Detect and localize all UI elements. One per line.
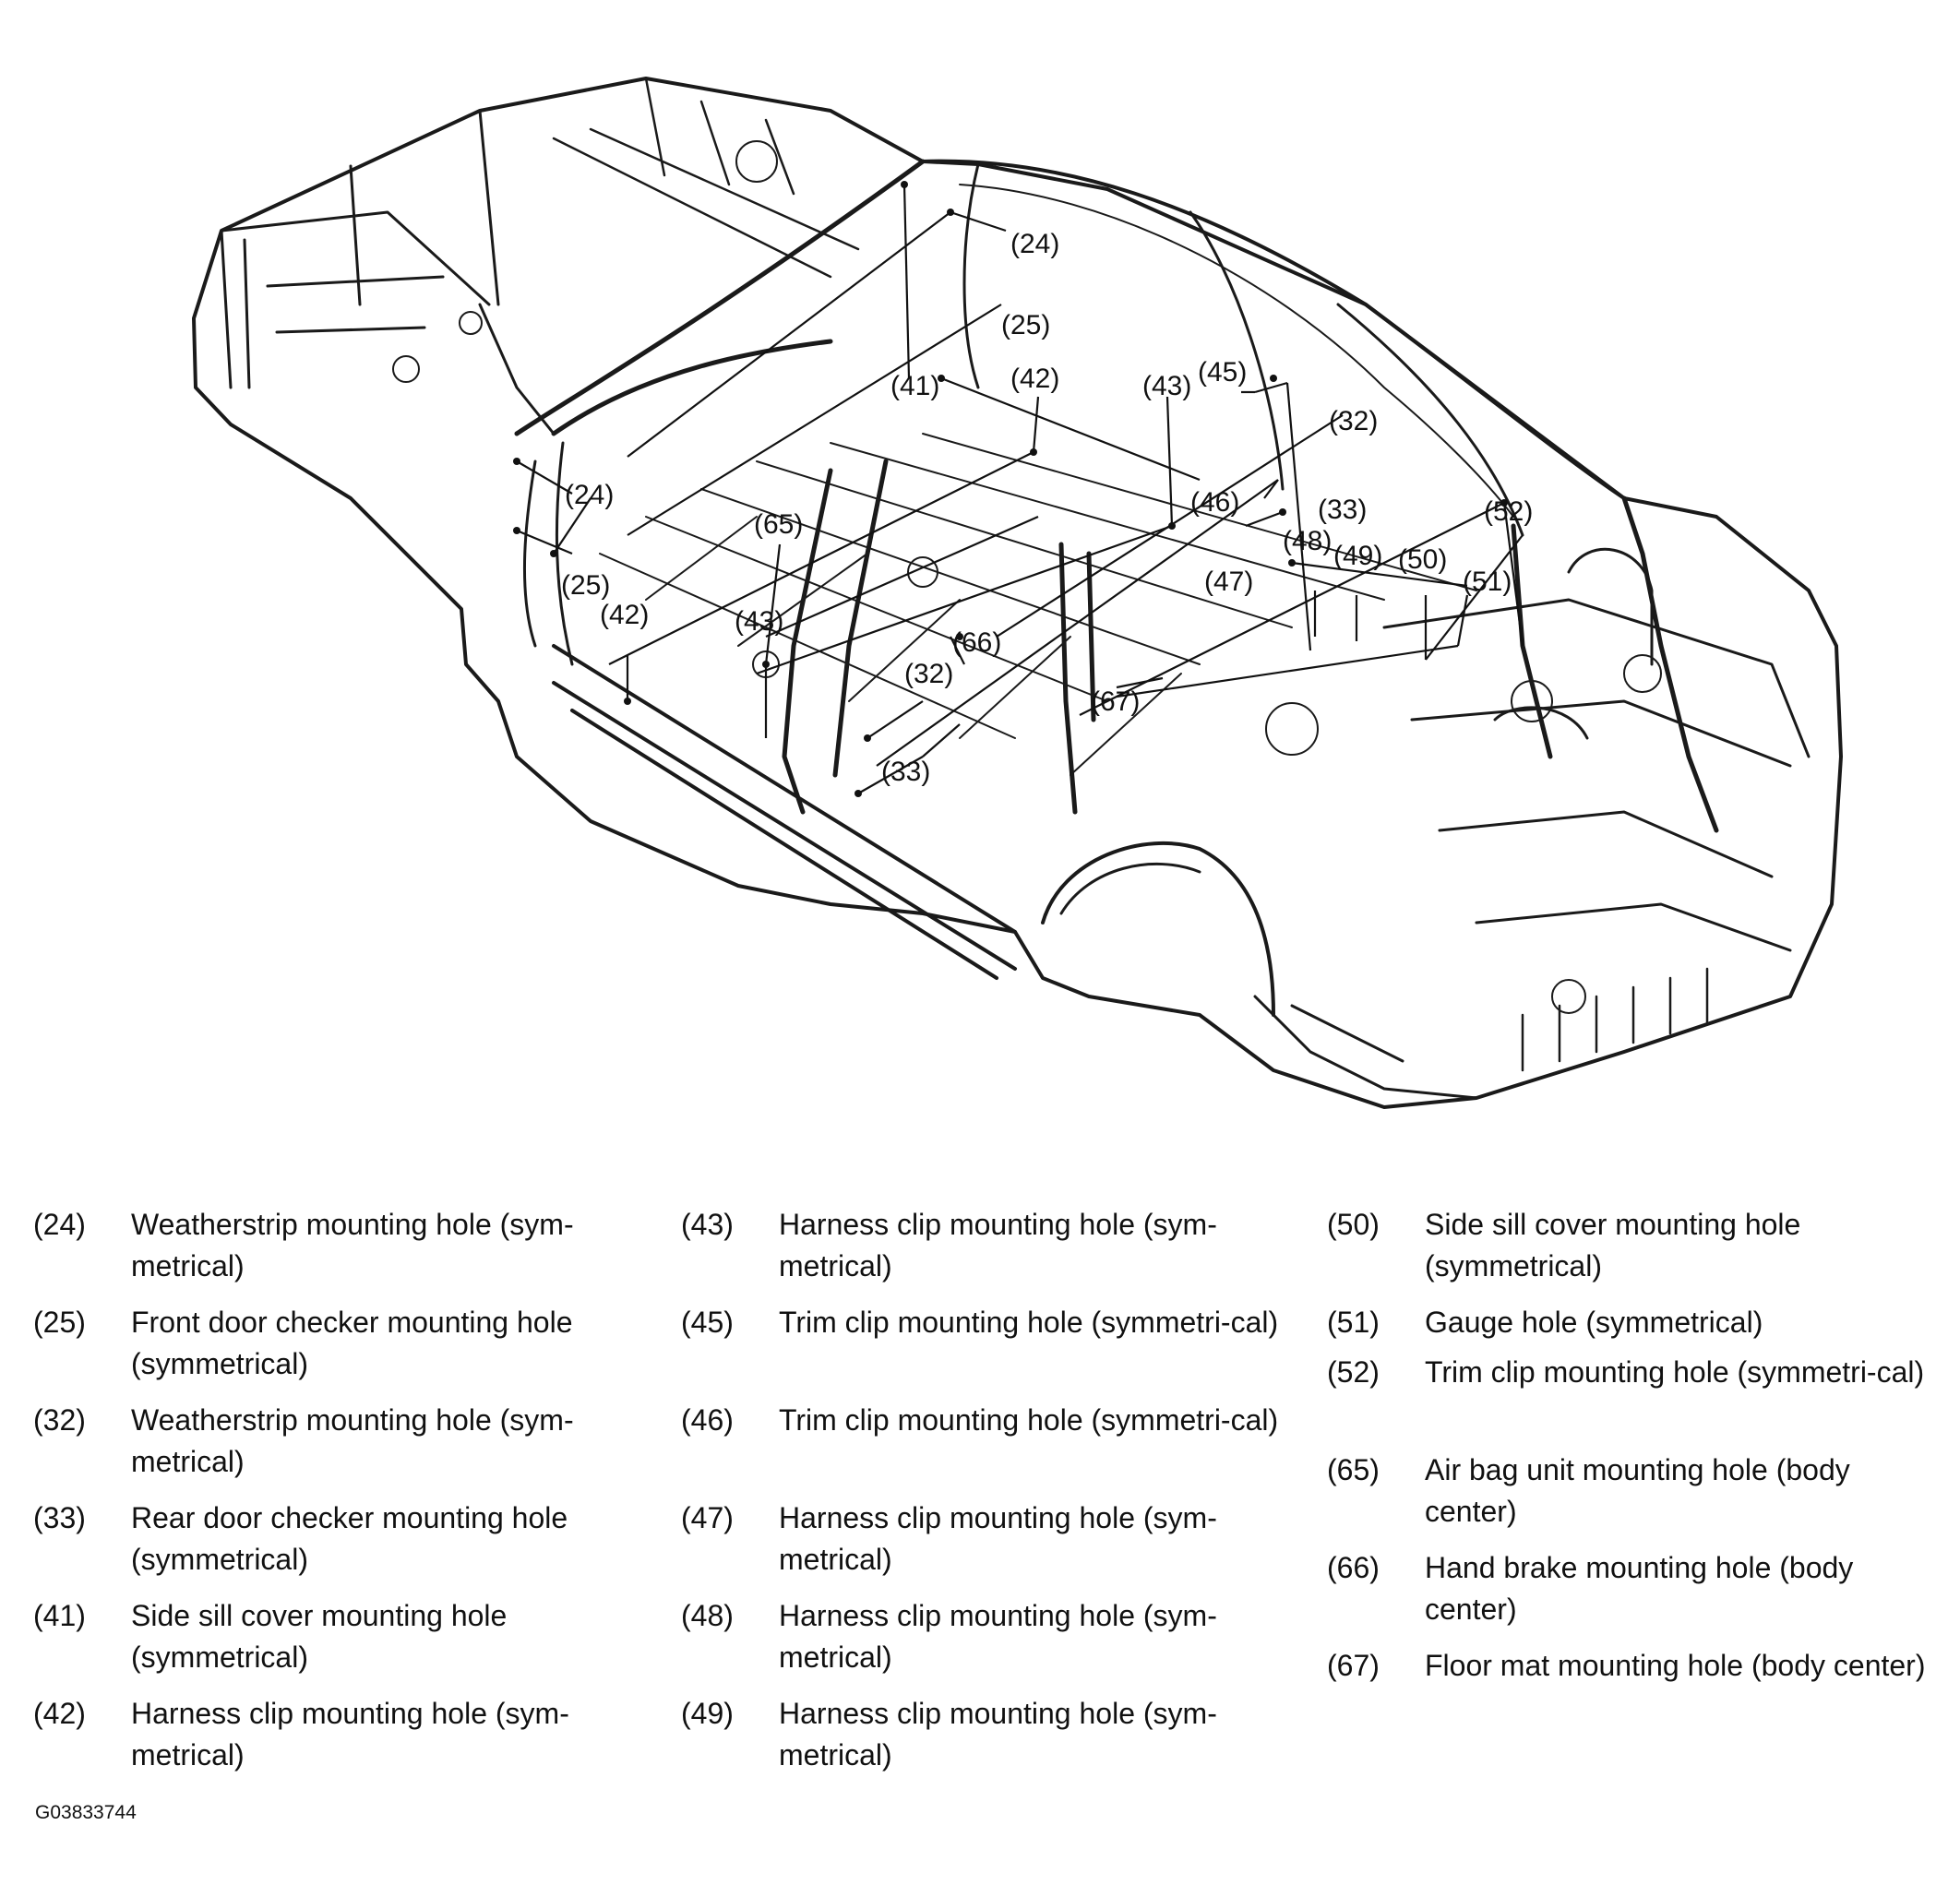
legend-item: (41) Side sill cover mounting hole (symm…: [33, 1595, 661, 1693]
callout-47: (47): [1204, 567, 1253, 597]
legend-description: Rear door checker mounting hole (symmetr…: [131, 1501, 568, 1576]
legend-item: (46) Trim clip mounting hole (symmetri-c…: [681, 1400, 1309, 1497]
legend-description: Side sill cover mounting hole (symmetric…: [131, 1599, 508, 1674]
legend-number: (47): [681, 1501, 734, 1534]
legend-number: (33): [33, 1501, 86, 1534]
legend-item: (24) Weatherstrip mounting hole (sym-met…: [33, 1204, 661, 1302]
legend-item: (25) Front door checker mounting hole (s…: [33, 1302, 661, 1400]
legend-column-3: (50) Side sill cover mounting hole (symm…: [1327, 1204, 1954, 1743]
legend-number: (42): [33, 1697, 86, 1730]
callout-42-left: (42): [600, 600, 649, 630]
legend-item: (33) Rear door checker mounting hole (sy…: [33, 1497, 661, 1595]
legend-item: (49) Harness clip mounting hole (sym-met…: [681, 1693, 1309, 1791]
legend-description: Harness clip mounting hole (sym-metrical…: [779, 1501, 1217, 1576]
hole-markers: [513, 181, 1508, 797]
legend-number: (65): [1327, 1453, 1380, 1486]
callout-66: (66): [952, 627, 1001, 658]
callout-41: (41): [890, 371, 939, 401]
legend-number: (25): [33, 1306, 86, 1339]
legend-item: (47) Harness clip mounting hole (sym-met…: [681, 1497, 1309, 1595]
legend-number: (51): [1327, 1306, 1380, 1339]
legend-description: Side sill cover mounting hole (symmetric…: [1425, 1208, 1801, 1283]
legend-item: (52) Trim clip mounting hole (symmetri-c…: [1327, 1352, 1954, 1450]
callout-24-top: (24): [1010, 229, 1059, 259]
callout-43-mid: (43): [735, 606, 783, 637]
callout-32-mid: (32): [904, 659, 953, 689]
legend-description: Hand brake mounting hole (body center): [1425, 1551, 1854, 1626]
callout-labels: (24) (25) (41) (42) (43) (45) (32) (46) …: [561, 229, 1533, 787]
legend-number: (32): [33, 1403, 86, 1437]
callout-25-top: (25): [1001, 310, 1050, 340]
callout-33-mid: (33): [881, 757, 930, 787]
callout-50: (50): [1398, 544, 1447, 575]
legend-description: Weatherstrip mounting hole (sym-metrical…: [131, 1208, 574, 1283]
callout-49: (49): [1333, 541, 1382, 571]
legend-description: Weatherstrip mounting hole (sym-metrical…: [131, 1403, 574, 1478]
callout-52: (52): [1484, 496, 1533, 527]
legend-description: Gauge hole (symmetrical): [1425, 1306, 1763, 1339]
leader-lines: [516, 184, 1524, 794]
callout-45: (45): [1198, 357, 1247, 388]
callout-42-top: (42): [1010, 364, 1059, 394]
legend-number: (50): [1327, 1208, 1380, 1241]
callout-32-top: (32): [1329, 406, 1378, 436]
car-body-illustration: (24) (25) (41) (42) (43) (45) (32) (46) …: [192, 77, 1843, 1109]
legend-number: (41): [33, 1599, 86, 1632]
legend-item: (66) Hand brake mounting hole (body cent…: [1327, 1547, 1954, 1645]
legend-item: (45) Trim clip mounting hole (symmetri-c…: [681, 1302, 1309, 1400]
legend-number: (48): [681, 1599, 734, 1632]
legend-column-2: (43) Harness clip mounting hole (sym-met…: [681, 1204, 1309, 1791]
legend-item: (50) Side sill cover mounting hole (symm…: [1327, 1204, 1954, 1302]
legend-item: (67) Floor mat mounting hole (body cente…: [1327, 1645, 1954, 1743]
legend-item: (43) Harness clip mounting hole (sym-met…: [681, 1204, 1309, 1302]
legend-number: (45): [681, 1306, 734, 1339]
callout-48: (48): [1283, 526, 1332, 556]
legend-description: Front door checker mounting hole (symmet…: [131, 1306, 573, 1380]
callout-65: (65): [754, 509, 803, 540]
legend-description: Harness clip mounting hole (sym-metrical…: [131, 1697, 569, 1772]
legend-item: (48) Harness clip mounting hole (sym-met…: [681, 1595, 1309, 1693]
legend: (24) Weatherstrip mounting hole (sym-met…: [0, 1204, 1960, 1795]
callout-43-top: (43): [1142, 371, 1191, 401]
legend-number: (43): [681, 1208, 734, 1241]
legend-description: Air bag unit mounting hole (body center): [1425, 1453, 1850, 1528]
legend-description: Trim clip mounting hole (symmetri-cal): [1425, 1355, 1925, 1389]
legend-description: Harness clip mounting hole (sym-metrical…: [779, 1697, 1217, 1772]
legend-number: (46): [681, 1403, 734, 1437]
callout-25-left: (25): [561, 570, 610, 601]
legend-number: (24): [33, 1208, 86, 1241]
callout-33-top: (33): [1318, 495, 1367, 525]
legend-item: (32) Weatherstrip mounting hole (sym-met…: [33, 1400, 661, 1497]
callout-24-left: (24): [565, 480, 614, 510]
legend-column-1: (24) Weatherstrip mounting hole (sym-met…: [33, 1204, 661, 1791]
legend-item: (42) Harness clip mounting hole (sym-met…: [33, 1693, 661, 1791]
callout-46: (46): [1190, 487, 1239, 518]
legend-description: Harness clip mounting hole (sym-metrical…: [779, 1208, 1217, 1283]
legend-number: (52): [1327, 1355, 1380, 1389]
car-body-diagram: (24) (25) (41) (42) (43) (45) (32) (46) …: [192, 77, 1843, 1109]
legend-number: (49): [681, 1697, 734, 1730]
legend-description: Harness clip mounting hole (sym-metrical…: [779, 1599, 1217, 1674]
figure-code: G03833744: [35, 1802, 137, 1823]
callout-67: (67): [1091, 686, 1140, 717]
legend-description: Floor mat mounting hole (body center): [1425, 1649, 1926, 1682]
legend-number: (66): [1327, 1551, 1380, 1584]
legend-item: (65) Air bag unit mounting hole (body ce…: [1327, 1450, 1954, 1547]
legend-description: Trim clip mounting hole (symmetri-cal): [779, 1306, 1279, 1339]
legend-description: Trim clip mounting hole (symmetri-cal): [779, 1403, 1279, 1437]
legend-item: (51) Gauge hole (symmetrical): [1327, 1302, 1954, 1352]
callout-51: (51): [1463, 567, 1512, 597]
car-body-outline: [192, 77, 1843, 1109]
legend-number: (67): [1327, 1649, 1380, 1682]
